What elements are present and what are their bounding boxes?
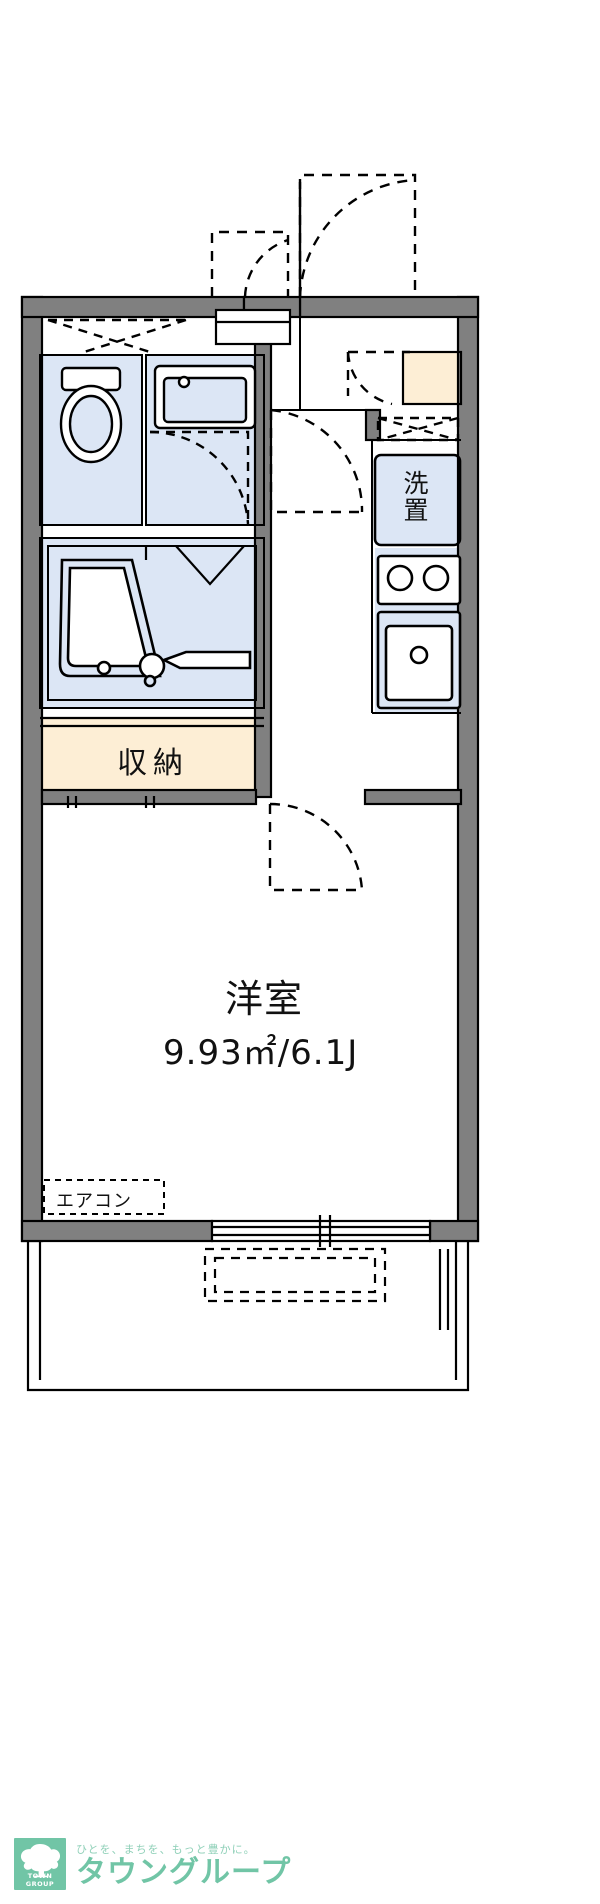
closet-doors	[40, 716, 264, 808]
washbasin-fixture	[153, 364, 257, 430]
kitchen-upper-cabinet	[376, 416, 460, 442]
corridor-door	[269, 408, 364, 514]
brand-logo: TOWN GROUP ひとを、まちを、もっと豊かに。 タウングループ	[14, 1838, 291, 1890]
entrance-door-swing	[298, 173, 417, 298]
partition-lines	[39, 317, 461, 797]
toilet-door	[47, 318, 187, 354]
logo-mark: TOWN GROUP	[14, 1838, 66, 1890]
laundry-label: 洗 置	[385, 470, 449, 524]
tree-icon	[20, 1844, 61, 1878]
laundry-label-line1: 洗	[403, 469, 431, 498]
closet-fill	[40, 718, 264, 796]
toilet-fixture	[59, 366, 123, 464]
air-conditioner-box	[43, 1179, 165, 1215]
closet-label: 収納	[117, 746, 189, 781]
laundry-box	[373, 453, 462, 547]
structural-walls	[20, 295, 480, 1243]
entry-inner-door	[346, 350, 410, 406]
bath-partition	[144, 545, 245, 586]
logo-tagline: ひとを、まちを、もっと豊かに。	[76, 1842, 256, 1856]
logo-name: タウングループ	[76, 1854, 292, 1890]
bath-shower-fittings	[138, 650, 252, 688]
balcony	[26, 1215, 470, 1392]
bathtub-fixture	[58, 558, 162, 678]
living-room-door	[268, 802, 364, 892]
entrance-step	[214, 308, 292, 346]
balcony-drain-line	[438, 1249, 450, 1330]
room-area-main: 9.93㎡/6.1J	[163, 1033, 359, 1073]
balcony-dashed-box	[203, 1247, 387, 1303]
kitchen-sink	[376, 610, 462, 710]
logo-words: ひとを、まちを、もっと豊かに。 タウングループ	[76, 1841, 291, 1888]
washroom-door	[149, 430, 250, 525]
upper-door-dashed	[210, 230, 290, 298]
logo-mark-text: TOWN GROUP	[25, 1872, 55, 1888]
shoe-box	[401, 350, 463, 406]
gas-stove	[376, 554, 462, 606]
air-conditioner-label: エアコン	[56, 1191, 132, 1212]
room-label-main: 洋室	[225, 977, 304, 1021]
laundry-label-line2: 置	[403, 496, 431, 525]
